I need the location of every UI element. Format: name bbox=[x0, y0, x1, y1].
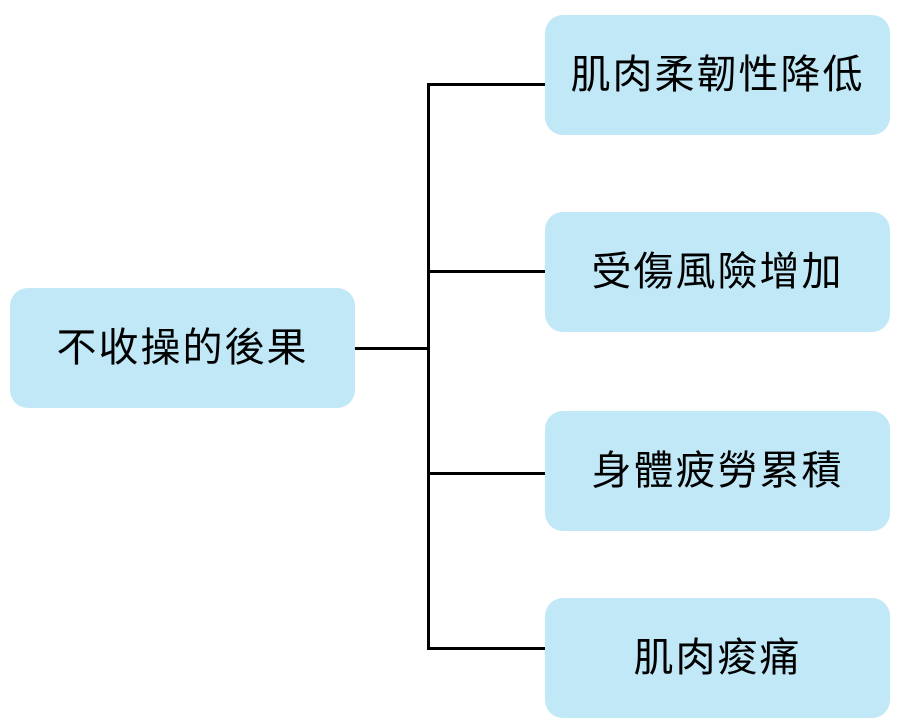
connector-branch-4 bbox=[427, 647, 545, 650]
root-node-label: 不收操的後果 bbox=[56, 325, 309, 371]
root-node: 不收操的後果 bbox=[10, 288, 355, 408]
child-node-label: 身體疲勞累積 bbox=[591, 448, 844, 494]
connector-branch-1 bbox=[427, 83, 545, 86]
child-node-1: 肌肉柔韌性降低 bbox=[545, 15, 890, 135]
child-node-label: 肌肉痠痛 bbox=[633, 635, 802, 681]
connector-branch-3 bbox=[427, 472, 545, 475]
child-node-label: 肌肉柔韌性降低 bbox=[570, 52, 865, 98]
connector-root bbox=[355, 347, 429, 350]
child-node-label: 受傷風險增加 bbox=[591, 249, 844, 295]
child-node-4: 肌肉痠痛 bbox=[545, 598, 890, 718]
child-node-3: 身體疲勞累積 bbox=[545, 411, 890, 531]
connector-trunk bbox=[427, 83, 430, 650]
connector-branch-2 bbox=[427, 270, 545, 273]
child-node-2: 受傷風險增加 bbox=[545, 212, 890, 332]
